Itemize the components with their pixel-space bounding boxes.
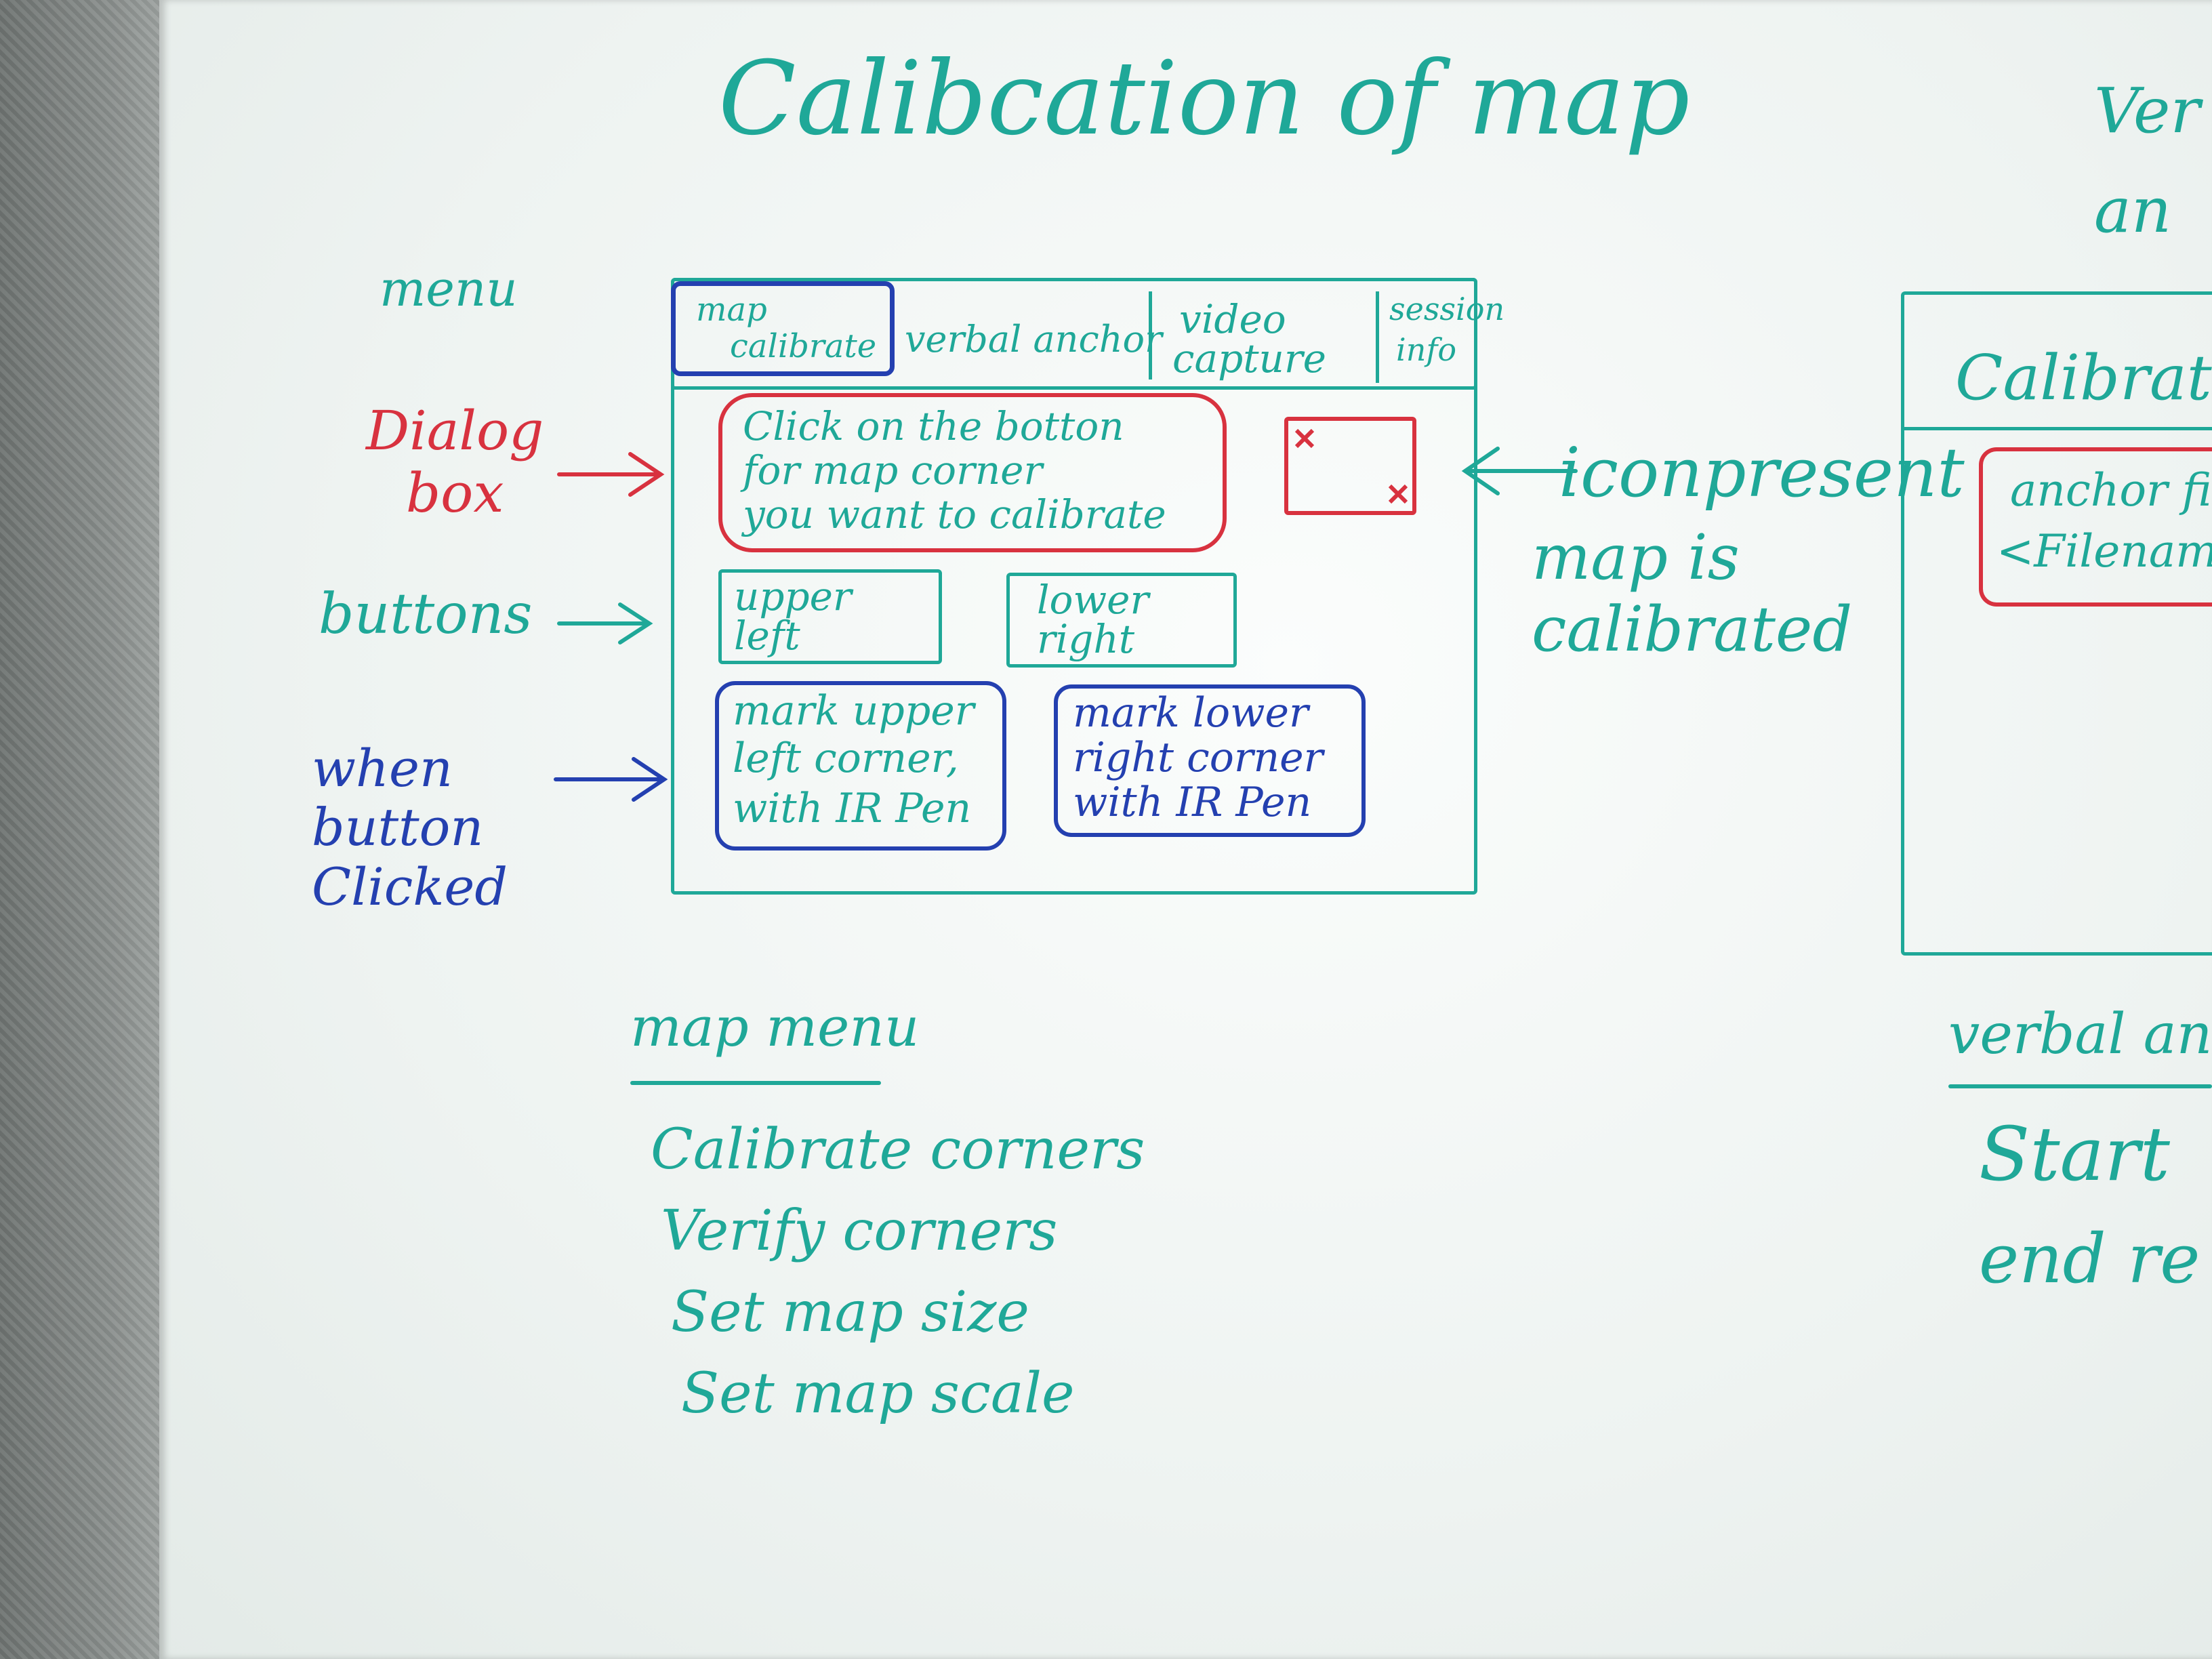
upper-left-button[interactable]: upper left (718, 569, 942, 664)
label-map-is-calibrated: map is calibrated (1532, 521, 1853, 665)
dialog-box: Click on the botton for map corner you w… (718, 393, 1227, 552)
map-menu-heading: map menu (630, 996, 920, 1059)
corner-marks-icon (1294, 428, 1408, 504)
lower-right-button[interactable]: lower right (1006, 573, 1237, 668)
arrow-buttons (557, 602, 653, 644)
label-when-clicked: when button Clicked (312, 738, 508, 917)
right-top-text: Ver an (2094, 75, 2200, 247)
label-menu: menu (380, 260, 518, 317)
calibrated-map-icon (1284, 417, 1416, 515)
right-window-sketch (1901, 291, 2212, 956)
right-panel-title: Calibrate (1955, 342, 2212, 414)
note-mark-upper-left: mark upper left corner, with IR Pen (715, 681, 1006, 851)
tab-video-capture[interactable]: video capture (1152, 291, 1379, 383)
tab-map-calibrate[interactable]: map calibrate (671, 281, 895, 376)
right-heading-underline (1948, 1084, 2212, 1088)
right-window-divider (1901, 427, 2212, 430)
cubicle-wall (0, 0, 159, 1659)
map-menu-item: Calibrate corners (651, 1118, 1145, 1182)
map-menu-item: Set map scale (681, 1361, 1075, 1426)
map-menu-item: Verify corners (661, 1199, 1058, 1263)
map-menu-item: Set map size (671, 1280, 1029, 1345)
arrow-click-notes (554, 757, 668, 802)
right-list-item: Start (1979, 1111, 2170, 1197)
arrow-dialog (557, 452, 665, 497)
label-icon-present: iconpresent (1559, 433, 1965, 512)
whiteboard (159, 0, 2212, 1659)
note-mark-lower-right: mark lower right corner with IR Pen (1054, 684, 1366, 837)
map-menu-underline (630, 1081, 881, 1085)
arrow-icon-present (1461, 447, 1578, 495)
tab-verbal-anchor[interactable]: verbal anchor (898, 291, 1162, 380)
sketch-title: Calibcation of map (718, 40, 1690, 158)
right-list-item: end re (1979, 1219, 2200, 1298)
label-dialog-box: Dialog box (366, 399, 544, 525)
tab-session-info[interactable]: session info (1389, 291, 1505, 368)
right-dialog-box: anchor fi <Filenam (1979, 447, 2212, 607)
right-heading: verbal an (1948, 1002, 2212, 1067)
label-buttons: buttons (319, 582, 533, 647)
